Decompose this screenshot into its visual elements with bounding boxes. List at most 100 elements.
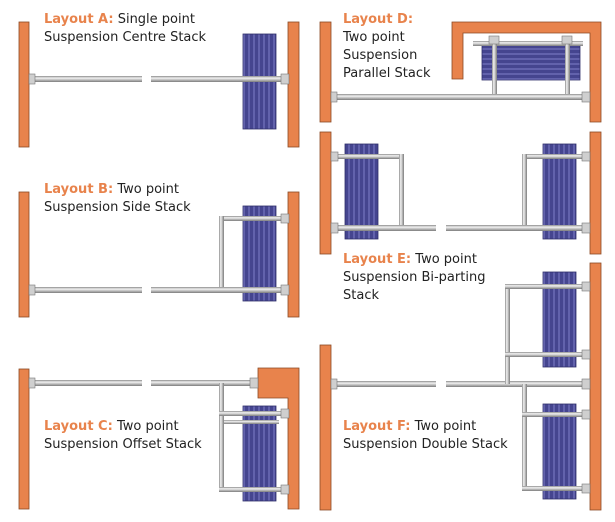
layout-a-end-bracket [280,73,290,85]
layout-b-track-right [151,287,283,293]
layout-f-arm-3 [522,412,585,417]
layout-d-end-bracket [581,91,591,103]
layout-f-vertical-lower [522,384,527,490]
layout-b-right-wall [287,191,300,318]
layout-c-bracket-top [249,377,259,389]
layout-c-bracket-1 [280,408,290,419]
layout-c-left-wall [18,368,30,510]
layout-a-track-left [30,76,142,82]
layout-f-caption: Layout F: Two point Suspension Double St… [343,418,508,454]
layout-e-caption: Layout E: Two point Suspension Bi-partin… [343,251,485,305]
layout-b-key: Layout B: [44,182,114,197]
layout-e-right-wall [589,131,602,255]
layout-d-drop-1 [492,41,497,96]
layout-e-bracket-br [581,222,591,234]
layout-d-track [332,94,585,100]
layout-e-bracket-tr [581,151,591,162]
layout-d-key: Layout D: [343,12,414,27]
layout-a-right-wall [287,21,300,148]
layout-b-left-wall [18,191,30,318]
layout-d-start-bracket [330,91,338,103]
layout-d-drop-2 [565,41,570,96]
layout-e-left-upper-arm [336,154,403,159]
layout-f-bracket-2 [581,349,591,360]
layout-c-track-left [30,380,142,386]
layout-e-stack-right [542,143,577,240]
layout-d-caption: Layout D: Two point Suspension Parallel … [343,11,431,83]
layout-b-end-bracket-bottom [280,284,290,296]
layout-a-key: Layout A: [44,12,114,27]
layout-e-diagram [319,131,602,255]
layout-e-bracket-tl [330,151,339,162]
layout-b-line-1: Two point [117,182,179,197]
layout-a-diagram [18,21,300,148]
layout-c-line-2: Suspension Offset Stack [44,437,202,452]
layout-e-line-2: Suspension Bi-parting [343,270,486,285]
layout-f-diagram [319,262,602,511]
layout-a-start-bracket [28,73,36,85]
layout-c-line-1: Two point [116,419,179,434]
layout-f-bracket-5 [581,378,591,390]
layout-b-vertical-rail [219,216,224,290]
layout-f-track-left [332,381,436,387]
layout-b-start-bracket [28,284,36,296]
layout-f-vertical-upper [505,284,510,384]
layout-f-arm-2 [505,352,585,357]
layout-c-arm-2 [219,487,283,492]
layout-d-line-3: Parallel Stack [343,66,431,81]
layout-e-key: Layout E: [343,252,412,267]
layout-f-bracket-1 [581,281,591,292]
layout-e-stack-left [344,143,379,240]
layout-f-arm-4 [522,486,585,491]
layout-e-right-vertical [522,154,527,228]
layout-d-left-wall [319,21,332,123]
layout-c-bracket-2 [280,484,290,495]
layout-f-start-bracket [330,378,338,390]
layout-c-key: Layout C: [44,419,113,434]
layout-f-right-wall [589,262,602,511]
layout-c-start-bracket [28,377,36,389]
layout-f-key: Layout F: [343,419,411,434]
layout-e-left-wall [319,131,332,255]
layout-d-bracket-top-2 [561,35,573,45]
layout-d-bracket-top-1 [488,35,500,45]
layout-e-left-vertical [399,154,404,228]
layout-c-arm-3 [224,420,279,424]
layout-c-down-rail [219,383,224,491]
layout-d-parallel-wall [451,21,602,123]
layout-e-line-1: Two point [415,252,477,267]
layout-e-track-right [446,225,585,231]
layout-e-track-left [332,225,436,231]
layout-b-track-left [30,287,142,293]
layout-a-left-wall [18,21,30,148]
layout-f-bracket-3 [581,409,591,420]
layout-f-bracket-4 [581,483,591,494]
layout-a-line-2: Suspension Centre Stack [44,30,207,45]
layout-d-line-1: Two point [343,30,405,45]
layout-d-top-rail [473,41,583,46]
layout-c-diagram [18,367,300,510]
layout-a-track-right [151,76,283,82]
layout-a-line-1: Single point [117,12,195,27]
layout-f-stack-lower [542,403,577,500]
layout-b-diagram [18,191,300,318]
layout-f-arm-1 [505,284,585,289]
layout-d-diagram [319,21,602,123]
layout-f-line-2: Suspension Double Stack [343,437,508,452]
layout-d-line-2: Suspension [343,48,418,63]
layout-b-end-bracket-top [280,213,290,224]
layout-b-curtain-stack [242,205,277,302]
layout-a-caption: Layout A: Single point Suspension Centre… [44,11,206,47]
layout-b-line-2: Suspension Side Stack [44,200,191,215]
layout-e-line-3: Stack [343,288,379,303]
layout-d-curtain-stack [481,42,581,81]
layout-c-arm-1 [219,411,283,416]
layout-f-left-wall [319,344,332,511]
layout-c-track-right [151,380,254,386]
layout-b-caption: Layout B: Two point Suspension Side Stac… [44,181,191,217]
layout-f-track-right [446,381,585,387]
layout-c-offset-wall [257,367,300,510]
layout-e-bracket-bl [330,222,339,234]
layout-b-upper-arm [220,216,282,221]
